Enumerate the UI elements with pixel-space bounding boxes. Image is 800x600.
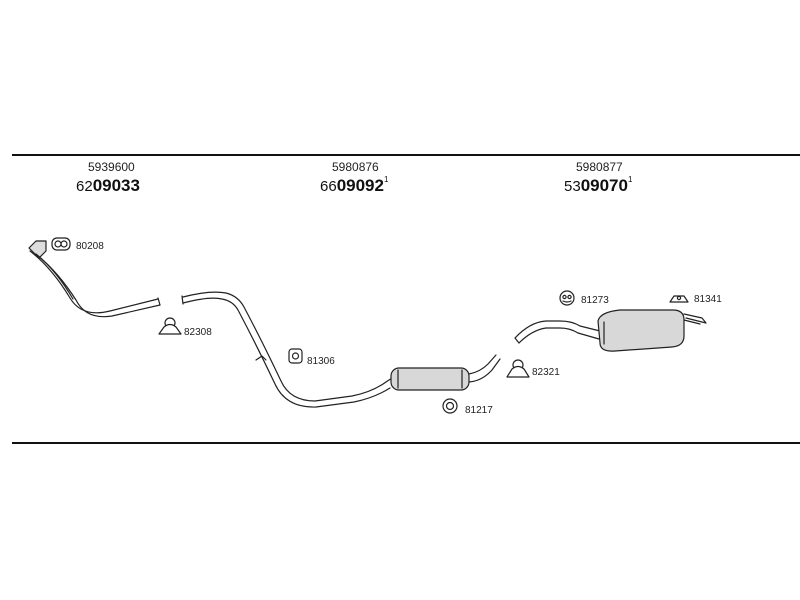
clamp-82308-icon [158, 317, 182, 335]
group-3-prefix: 53 [564, 178, 581, 195]
top-divider [12, 154, 800, 156]
bottom-divider [12, 442, 800, 444]
seal-80208-icon [51, 237, 71, 251]
group-2-prefix: 66 [320, 178, 337, 195]
group-2-reference: 5980876 [332, 160, 379, 174]
part-label-81341: 81341 [694, 294, 722, 305]
ring-81217-icon [442, 398, 458, 414]
part-label-80208: 80208 [76, 241, 104, 252]
part-label-81217: 81217 [465, 405, 493, 416]
rear-pipe-with-silencer [514, 309, 707, 352]
clamp-82321-icon [506, 359, 530, 378]
group-1-reference: 5939600 [88, 160, 135, 174]
part-label-82321: 82321 [532, 367, 560, 378]
group-3-main-number: 09070 [580, 176, 628, 195]
group-1-prefix: 62 [76, 178, 93, 195]
part-label-81306: 81306 [307, 356, 335, 367]
group-1-main-number: 09033 [92, 176, 140, 195]
hanger-81341-icon [669, 295, 689, 303]
group-2-main-number: 09092 [336, 176, 384, 195]
rubber-mount-81306-icon [255, 348, 303, 364]
middle-pipe-with-silencer [181, 291, 501, 408]
part-label-81273: 81273 [581, 295, 609, 306]
group-3-suffix: 1 [627, 175, 633, 184]
front-pipe [28, 240, 161, 318]
rubber-ring-81273-icon [559, 290, 575, 306]
part-label-82308: 82308 [184, 327, 212, 338]
group-2-part-number: 66090921 [320, 175, 389, 196]
group-3-part-number: 53090701 [564, 175, 633, 196]
group-2-suffix: 1 [383, 175, 389, 184]
group-3-reference: 5980877 [576, 160, 623, 174]
group-1-part-number: 6209033 [76, 176, 140, 196]
